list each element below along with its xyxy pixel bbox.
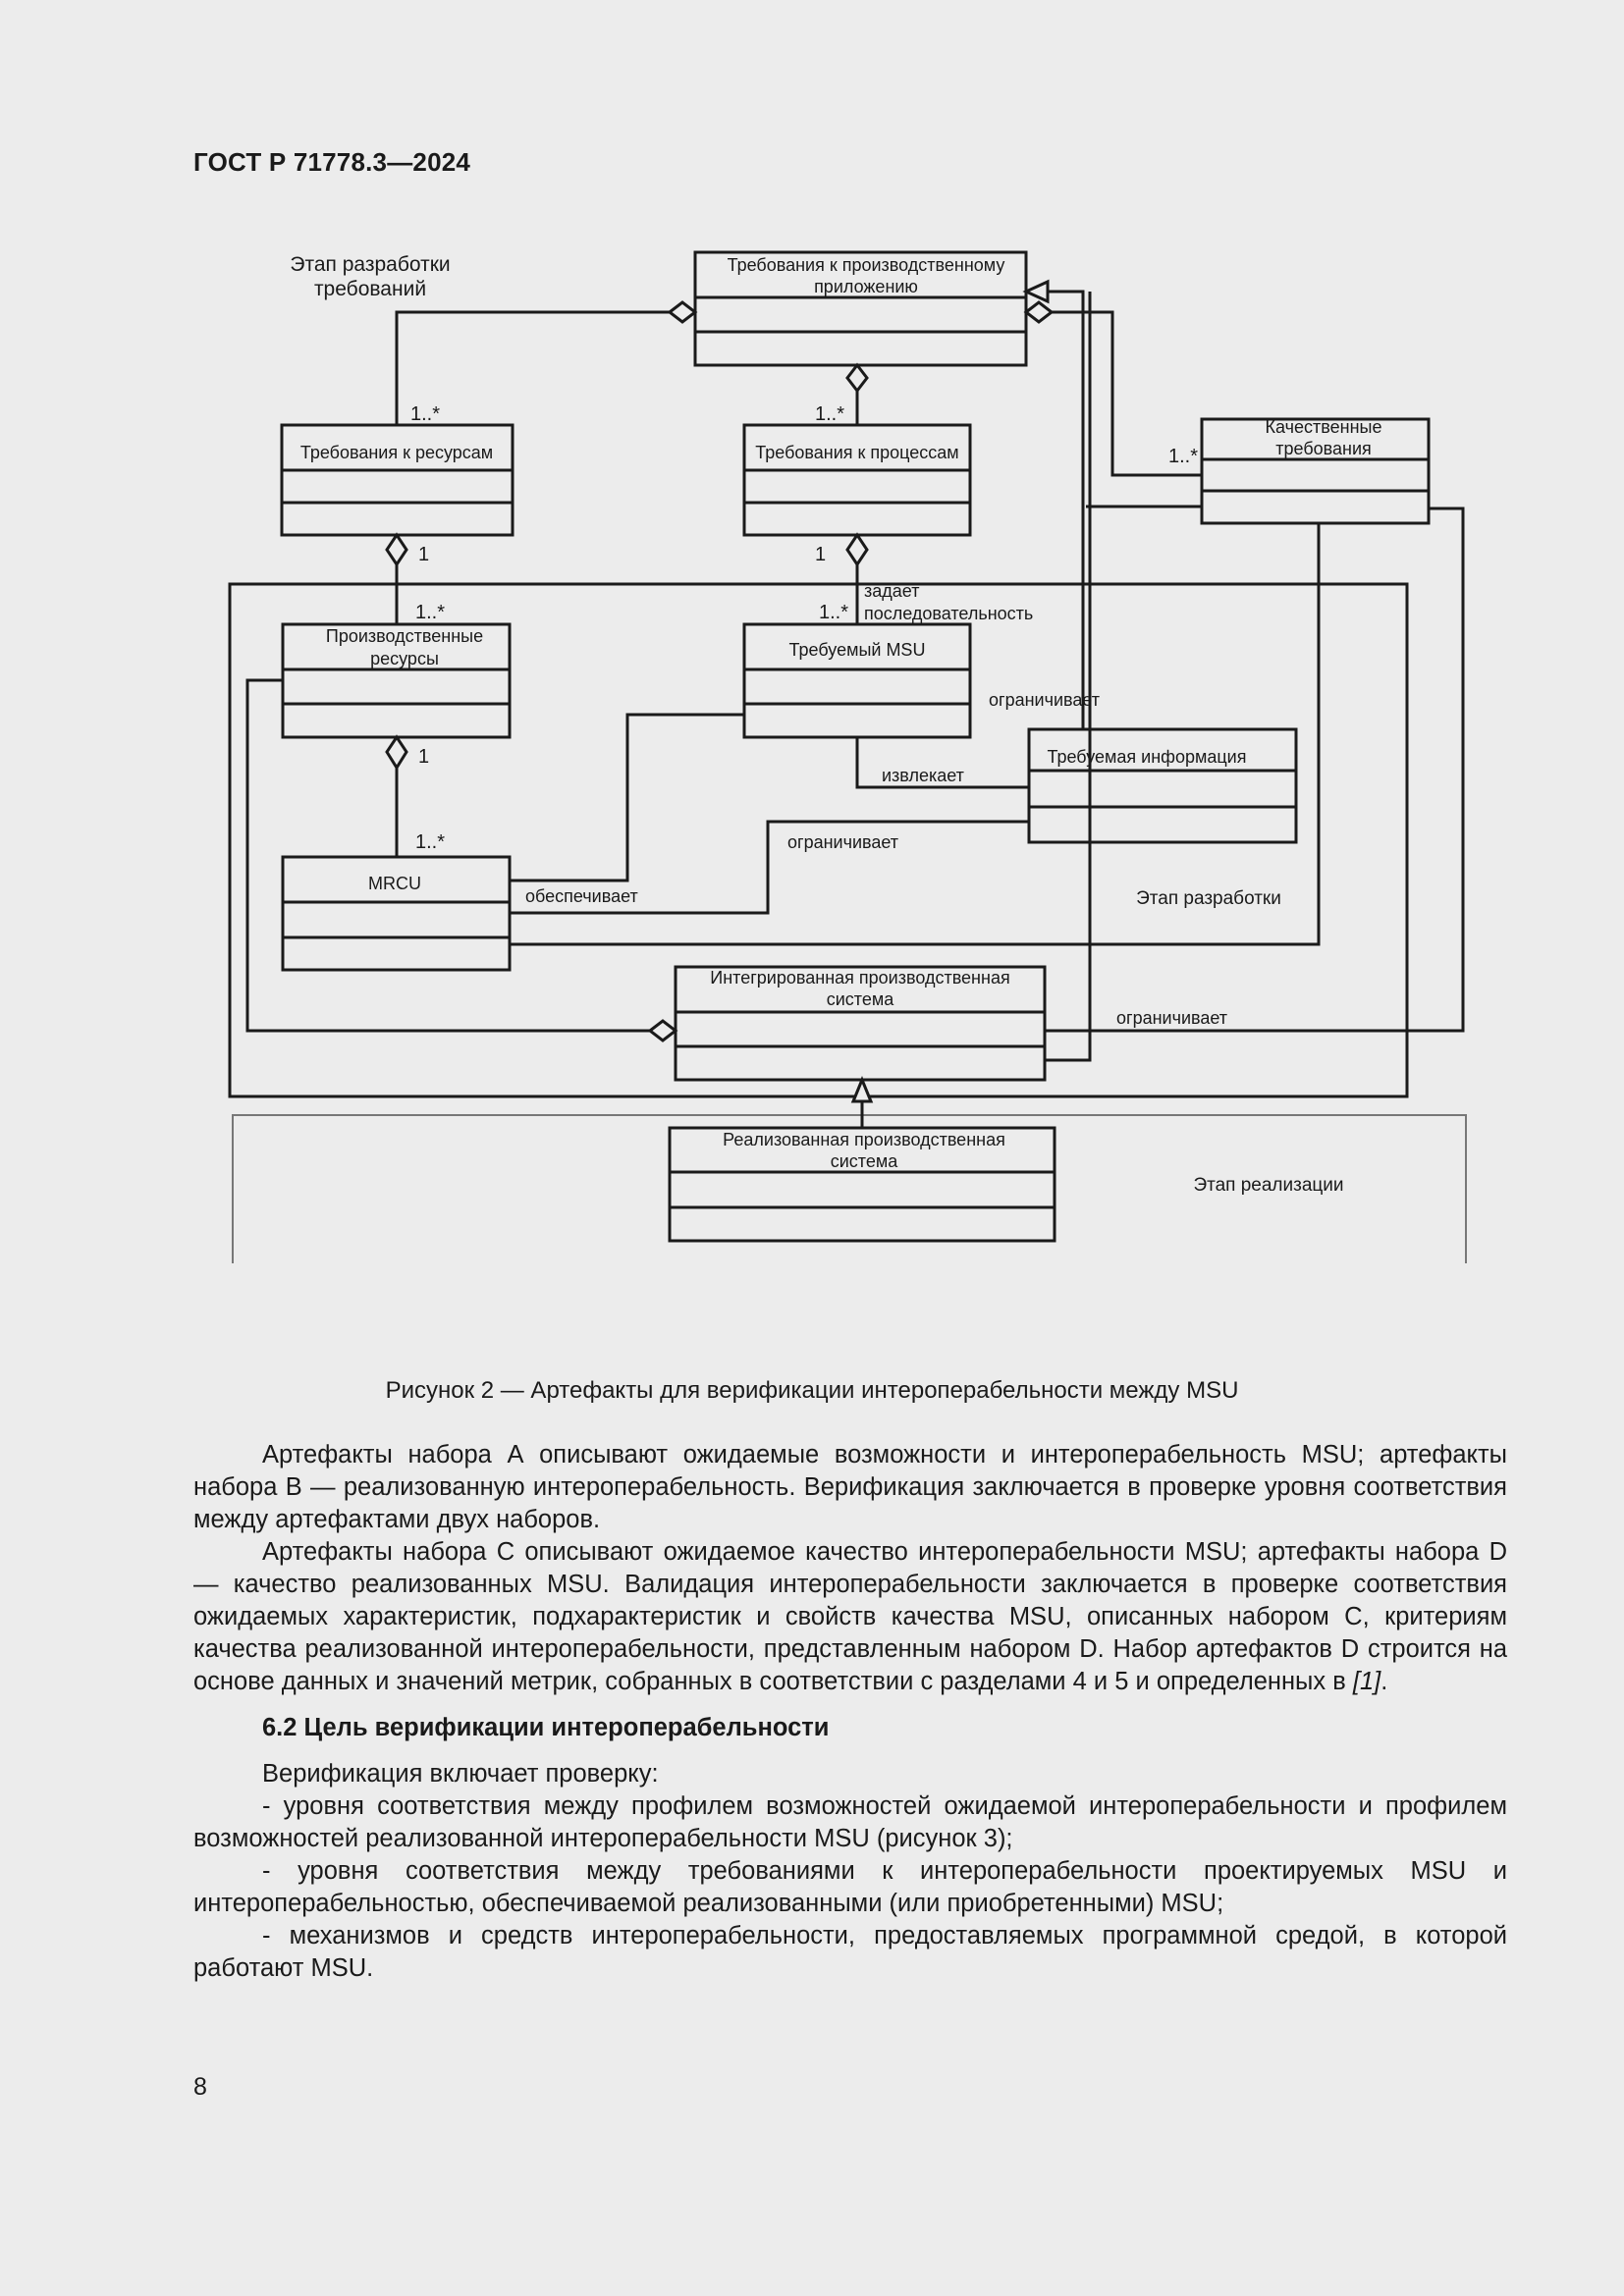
class-name: система	[827, 989, 894, 1009]
class-name: приложению	[814, 277, 918, 296]
class-name: Требования к ресурсам	[300, 443, 493, 462]
class-name: Интегрированная производственная	[710, 968, 1009, 988]
assoc-mrcu-provides	[510, 713, 744, 882]
document-header: ГОСТ Р 71778.3—2024	[193, 147, 471, 177]
association-label: обеспечивает	[525, 886, 638, 906]
class-name: Требуемая информация	[1048, 747, 1247, 767]
figure-caption: Рисунок 2 — Артефакты для верификации ин…	[385, 1377, 1239, 1404]
class-box-process-req	[742, 423, 972, 537]
stage-implementation-frame	[232, 1114, 1467, 1263]
class-name: Требования к процессам	[755, 443, 958, 462]
aggregation-diamond-prodres	[385, 734, 408, 771]
class-name: Требования к производственному	[728, 255, 1005, 275]
class-name: Качественные	[1266, 417, 1382, 437]
stage-requirements-label: требований	[314, 278, 426, 300]
class-box-integrated-system	[674, 965, 1047, 1082]
multiplicity: 1..*	[819, 602, 848, 623]
aggregation-diamond-app-right	[1023, 300, 1055, 324]
stage-implementation-label: Этап реализации	[1193, 1175, 1343, 1196]
class-name: Требуемый MSU	[789, 640, 926, 660]
stage-development-frame	[228, 582, 1409, 1098]
multiplicity: 1	[418, 544, 429, 565]
aggregation-diamond-app-bottom	[845, 362, 869, 394]
paragraph: Верификация включает проверку:	[262, 1760, 659, 1788]
association-label: задает	[864, 581, 919, 601]
association-label: ограничивает	[1116, 1008, 1227, 1028]
class-name: ресурсы	[370, 649, 439, 668]
multiplicity: 1	[418, 746, 429, 768]
generalization-to-app	[1048, 290, 1085, 729]
stage-requirements-label: Этап разработки	[290, 253, 450, 276]
list-item: - механизмов и средств интероперабельнос…	[193, 1922, 1507, 1982]
class-name: система	[831, 1151, 898, 1171]
list-item: - уровня соответствия между профилем воз…	[193, 1792, 1507, 1852]
class-box-resource-req	[280, 423, 514, 537]
generalization-triangle-system	[850, 1076, 874, 1103]
generalization-triangle-app	[1022, 279, 1050, 304]
multiplicity: 1..*	[415, 831, 445, 853]
association-label: извлекает	[882, 766, 964, 785]
assoc-extracts	[855, 737, 1029, 789]
aggregation-diamond-system	[647, 1019, 678, 1042]
class-name: Реализованная производственная	[723, 1130, 1005, 1149]
aggregation-diamond-resreq	[385, 532, 408, 567]
multiplicity: 1..*	[815, 403, 844, 425]
multiplicity: 1..*	[1168, 446, 1198, 467]
association-label: последовательность	[864, 604, 1033, 623]
page-number: 8	[193, 2073, 207, 2101]
assoc-quality-limits	[1045, 507, 1465, 1033]
association-label: ограничивает	[989, 690, 1100, 710]
assoc-info-limits-mrcu	[510, 820, 1029, 915]
aggregation-diamond-app-left	[667, 300, 698, 324]
list-item: - уровня соответствия между требованиями…	[193, 1857, 1507, 1917]
citation-reference: [1]	[1352, 1668, 1381, 1695]
body-text: Артефакты набора А описывают ожидаемые в…	[193, 1439, 1507, 1985]
paragraph: Артефакты набора С описывают ожидаемое к…	[193, 1538, 1507, 1695]
multiplicity: 1..*	[410, 403, 440, 425]
class-name: Производственные	[326, 626, 483, 646]
multiplicity: 1	[815, 544, 826, 565]
uml-class-diagram: Этап разработки требований Этап разработ…	[228, 250, 1467, 1263]
class-box-quality-req	[1200, 417, 1431, 525]
class-box-prod-app-req	[693, 250, 1028, 367]
section-title: 6.2 Цель верификации интероперабельности	[262, 1714, 830, 1741]
class-name: MRCU	[368, 874, 421, 893]
class-name: требования	[1275, 439, 1372, 458]
assoc-resource-to-app	[395, 310, 670, 425]
aggregation-diamond-procreq	[845, 532, 869, 567]
multiplicity: 1..*	[415, 602, 445, 623]
assoc-resources-to-system	[245, 678, 650, 1033]
stage-development-label: Этап разработки	[1136, 888, 1281, 909]
association-label: ограничивает	[787, 832, 898, 852]
paragraph: Артефакты набора А описывают ожидаемые в…	[193, 1441, 1507, 1533]
